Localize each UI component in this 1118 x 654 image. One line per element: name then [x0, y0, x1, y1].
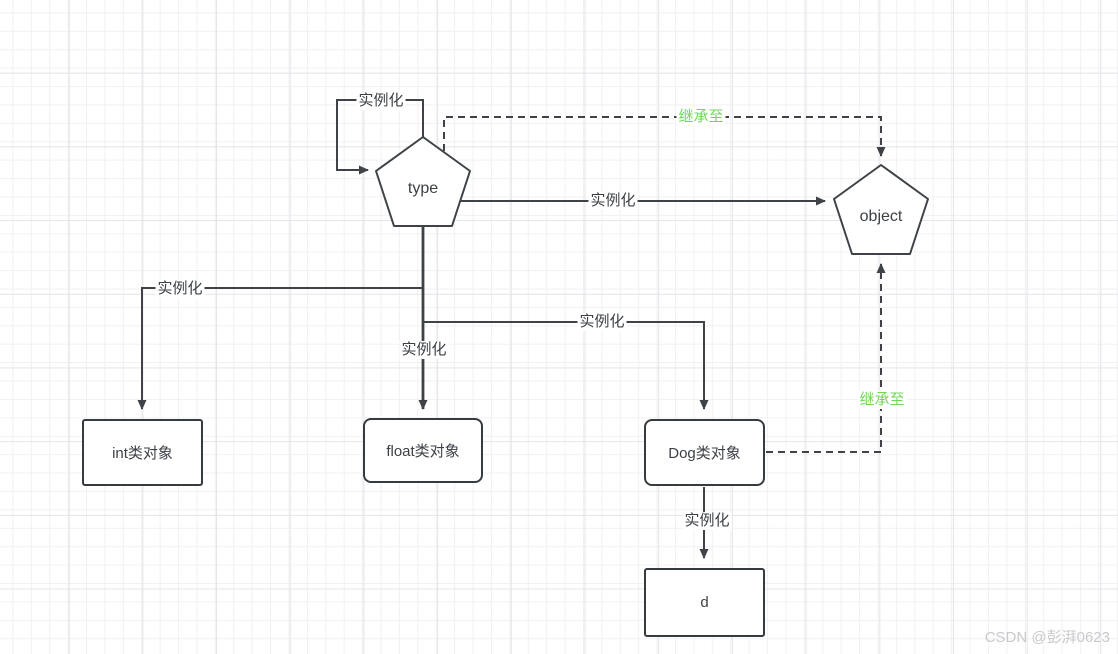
node-dog-class-label: Dog类对象 — [668, 445, 741, 462]
edge-label-type-self-loop[interactable]: 实例化 — [356, 92, 406, 110]
node-int-class[interactable]: int类对象 — [82, 419, 203, 486]
edge-type-self-loop[interactable] — [336, 99, 424, 175]
node-type-pentagon[interactable] — [375, 136, 471, 227]
node-dog-class[interactable]: Dog类对象 — [644, 419, 765, 486]
node-float-class[interactable]: float类对象 — [363, 418, 483, 483]
edge-label-type-instantiates-object[interactable]: 实例化 — [588, 192, 638, 210]
edge-label-type-instantiates-float[interactable]: 实例化 — [399, 341, 449, 359]
edge-label-type-instantiates-int[interactable]: 实例化 — [155, 280, 205, 298]
edge-label-dog-instantiates-d[interactable]: 实例化 — [682, 512, 732, 530]
edge-label-type-inherits-object[interactable]: 继承至 — [676, 108, 726, 126]
edge-label-type-instantiates-dog[interactable]: 实例化 — [577, 313, 627, 331]
node-d-instance-label: d — [700, 594, 709, 611]
edge-dog-inherits-object[interactable] — [766, 263, 886, 453]
csdn-watermark: CSDN @彭湃0623 — [984, 629, 1110, 646]
node-int-class-label: int类对象 — [112, 445, 173, 462]
node-float-class-label: float类对象 — [386, 443, 460, 460]
edge-type-inherits-object[interactable] — [443, 116, 886, 157]
edge-type-instantiates-int[interactable] — [137, 287, 423, 410]
node-type-label: type — [407, 180, 439, 197]
node-object-label: object — [859, 208, 903, 225]
edge-type-instantiates-dog[interactable] — [424, 321, 709, 410]
node-d-instance[interactable]: d — [644, 568, 765, 637]
edge-label-dog-inherits-object[interactable]: 继承至 — [857, 391, 907, 409]
node-object-pentagon[interactable] — [833, 164, 929, 255]
